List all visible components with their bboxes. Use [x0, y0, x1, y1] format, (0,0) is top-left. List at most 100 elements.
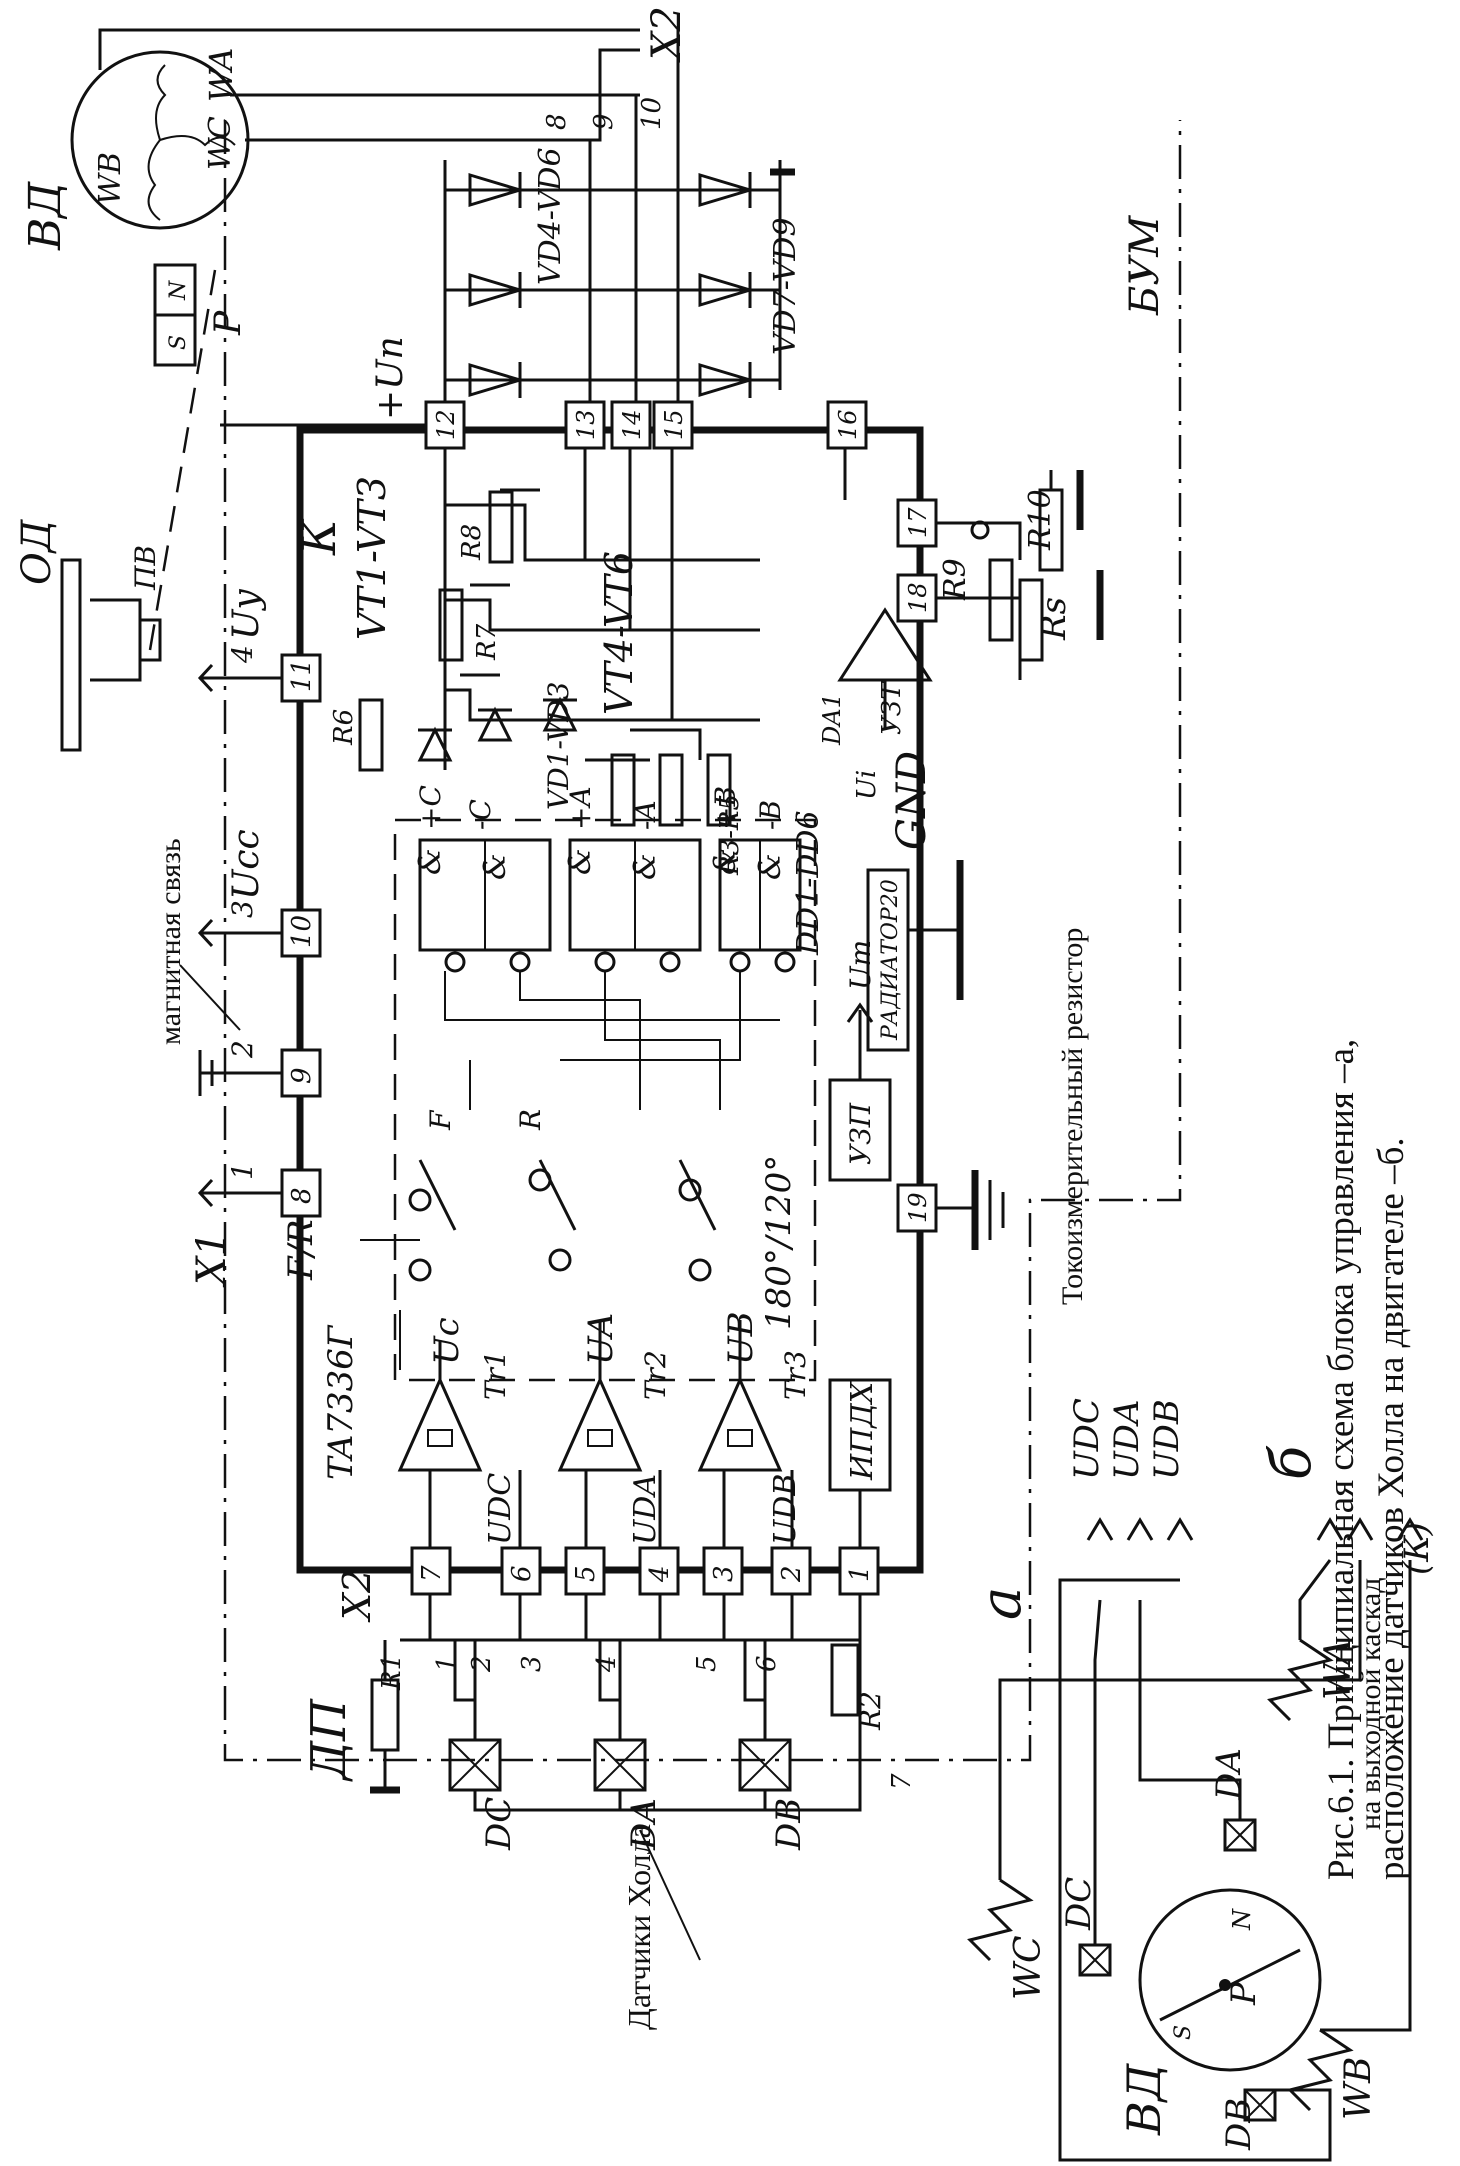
current-resistor-label: Токоизмерительный резистор	[1056, 928, 1089, 1305]
resistor-r4	[658, 753, 684, 827]
vt13-label: VT1-VT3	[350, 476, 394, 640]
switch-r-label: R	[514, 1109, 547, 1131]
ic-pin-number: 2	[777, 1565, 807, 1583]
wb-b-label: WB	[1338, 2057, 1379, 2120]
resistor-r5	[706, 753, 732, 827]
vd13-label: VD1-VD3	[542, 682, 575, 810]
pv-link-dashed	[148, 269, 217, 651]
x2-left-label: X2	[335, 1569, 379, 1623]
caption-line-1: Рис.6.1. Принципиальная схема блока упра…	[1321, 1039, 1362, 1880]
x1-pin-number: 4	[226, 645, 259, 664]
resistor-r2	[830, 1643, 860, 1717]
current-sense: R9 R10 Rs DA1 УЗТ Uі	[818, 448, 1104, 800]
ic-pin	[280, 653, 322, 703]
rotor-n-label: N	[166, 280, 191, 301]
diode-bridge: VD4-VD6 VD7-VD9 +Uп	[220, 147, 803, 427]
radiator-label: РАДИАТОР20	[878, 879, 903, 1041]
ic-pin	[280, 1168, 322, 1218]
x2-pin-number: 8	[542, 113, 572, 130]
ic-pin-number: 16	[834, 409, 862, 440]
rotor-s-label: S	[166, 335, 191, 350]
uy-label: Uу	[226, 589, 267, 640]
ic-pin-number: 9	[287, 1067, 317, 1084]
x2-pin-number: 4	[592, 1655, 622, 1673]
r8-label: R8	[457, 524, 487, 561]
motor-b-label: ВД	[1117, 2062, 1171, 2136]
x1-pin-number: 1	[226, 1162, 259, 1180]
winding-wb-label: WB	[93, 152, 128, 205]
vt46-label: VT4-VT6	[597, 551, 641, 715]
ic-pin	[610, 400, 652, 450]
winding-wc-b	[967, 1878, 1034, 1962]
ic-bottom-pins: 7 6 5 4 3 2 1	[410, 1546, 880, 1596]
resistor-r3	[610, 753, 636, 827]
gate-symbol: &	[753, 853, 788, 880]
r9-label: R9	[938, 558, 973, 601]
od-label: ОД	[14, 518, 60, 585]
rotor-p-label: P	[208, 310, 249, 336]
tag-a: а	[969, 1587, 1034, 1620]
gate-out-minus-c: -C	[464, 799, 497, 830]
ic-pin	[896, 573, 938, 623]
x2-pin-number: 3	[517, 1655, 547, 1672]
gate-logic: & & & & & & +C -C +A -A +B -B F R	[360, 785, 802, 1370]
ic-pin	[500, 1546, 542, 1596]
ic-pin-number: 15	[660, 409, 688, 440]
udb-b-label: UDB	[1147, 1399, 1187, 1480]
mode-switch-label: 180°/120°	[759, 1155, 799, 1330]
db-label: DB	[769, 1798, 809, 1851]
winding-wa-label: WA	[202, 48, 240, 102]
schmitt-triggers: Tr1 Tr2 Tr3 Uc UA UB UDC UDA UDB ИПДХ	[397, 1311, 892, 1548]
gate-symbol: &	[563, 848, 598, 875]
r6-label: R6	[329, 709, 359, 746]
dc-label: DC	[479, 1797, 519, 1851]
resistor-r6	[358, 698, 384, 772]
fr-label: F/R	[281, 1219, 321, 1281]
gate-symbol: &	[628, 853, 663, 880]
dd-label: DD1-DD6	[791, 810, 826, 956]
da-b-label: DA	[1209, 1748, 1249, 1801]
ic-pin-number: 7	[417, 1565, 447, 1582]
r1-label: R1	[377, 1654, 407, 1691]
rotor-s-b-label: S	[1171, 2025, 1196, 2040]
ic-pin-number: 1	[845, 1565, 875, 1582]
ic-pin-number: 12	[432, 409, 460, 440]
ic-pin-number: 5	[571, 1565, 601, 1582]
resistor-r9	[988, 558, 1014, 642]
magnetic-link-arrow	[179, 964, 241, 1031]
x2-pin-number: 1	[432, 1655, 462, 1672]
ic-top-pins: 8 9 10 11	[280, 653, 322, 1218]
tr1-label: Tr1	[479, 1350, 512, 1400]
tr2-label: Tr2	[639, 1350, 672, 1400]
ic-pin	[638, 1546, 680, 1596]
gnd-label: GND	[889, 751, 935, 850]
wa-b-label: WA	[1318, 1639, 1359, 1700]
x2-left-connector: 1 2 3 4 5 6 7 X2 R1 ДП R2 DC DA DB	[301, 1569, 917, 1961]
resistor-r7	[438, 588, 464, 662]
ic-part-number: TA7336Г	[321, 1324, 361, 1480]
ic-pin-number: 6	[507, 1565, 537, 1582]
od-pv-block: ОД ПВ N S P	[14, 263, 249, 752]
uzt-label: УЗТ	[877, 681, 907, 735]
trigger-tr1	[397, 1376, 483, 1472]
k-label: К	[292, 518, 346, 556]
ic-pin-number: 17	[904, 507, 932, 538]
r10-label: R10	[1023, 489, 1058, 551]
ut-label: Uт	[844, 940, 877, 990]
motor-top: ВД WB WC WA	[20, 28, 640, 251]
x2-pin-number: 10	[637, 97, 667, 130]
trigger-tr3	[697, 1376, 783, 1472]
switch-f-label: F	[424, 1109, 457, 1131]
gate-symbol: &	[413, 848, 448, 875]
ic-body-ta7336	[296, 426, 924, 1574]
rotor-p-b-label: P	[1224, 1981, 1264, 2006]
figure-caption: Рис.6.1. Принципиальная схема блока упра…	[1321, 1039, 1412, 1880]
vd79-label: VD7-VD9	[768, 217, 803, 355]
da1-label: DA1	[818, 693, 846, 746]
x2-top-label: X2	[644, 6, 690, 63]
udc-label: UDC	[483, 1473, 518, 1545]
wc-b-label: WC	[1008, 1935, 1049, 2000]
hall-sensors-label: Датчики Холла	[621, 1824, 657, 2030]
ic-pin-number: 10	[287, 915, 317, 948]
